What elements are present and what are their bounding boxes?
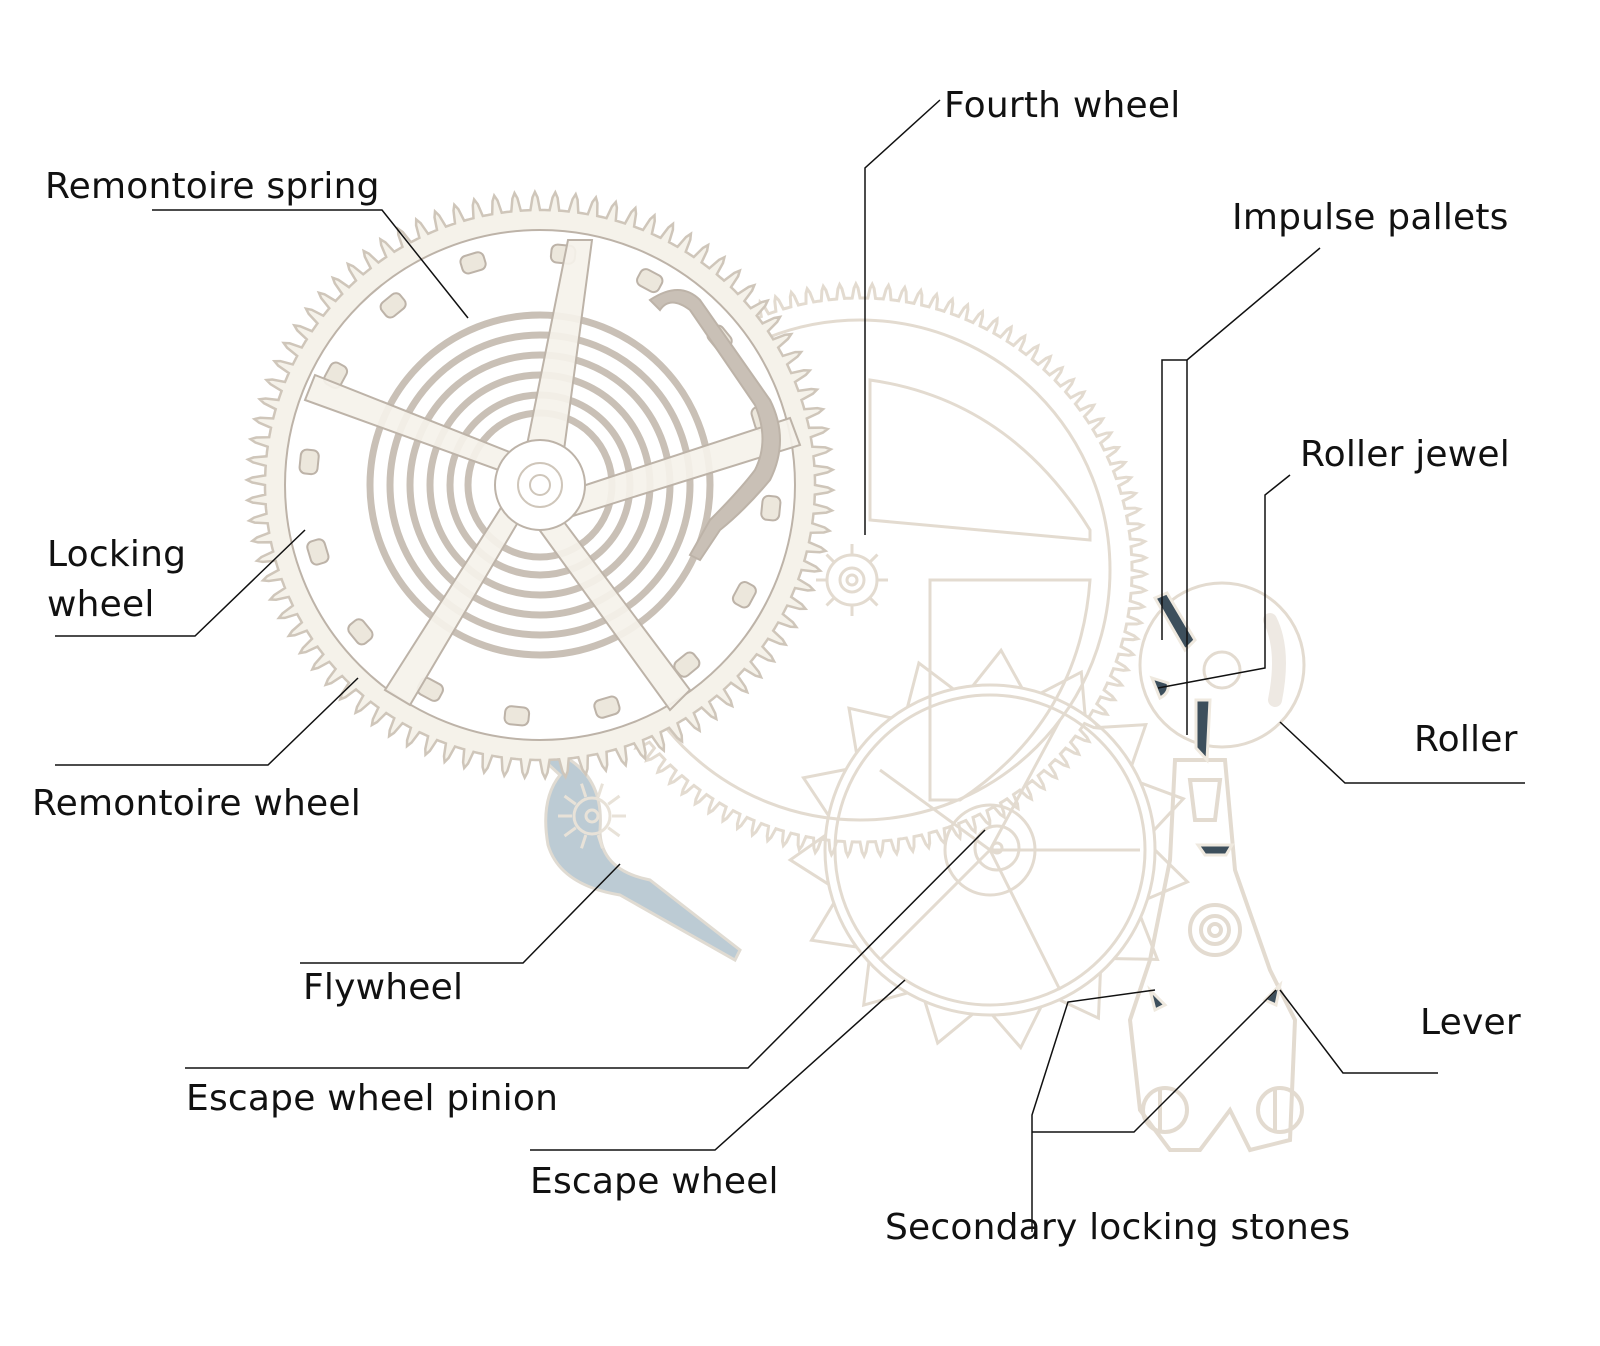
impulse-pallet	[1152, 591, 1197, 653]
locking-notch	[379, 292, 407, 319]
leader-secondary-locking-stone-2	[1032, 989, 1277, 1133]
lever-part	[1127, 758, 1304, 1153]
leader-lever	[1279, 989, 1438, 1074]
escape-wheel-teeth	[787, 647, 1191, 1051]
locking-notch	[593, 695, 621, 719]
secondary-locking-stone	[1262, 980, 1283, 1008]
leader-fourth-wheel	[864, 99, 941, 535]
locking-notch	[731, 581, 757, 609]
leader-impulse-pallet-1	[1161, 247, 1321, 640]
escape-wheel-pinion-part	[973, 824, 1021, 872]
secondary-locking-stone	[1147, 985, 1168, 1013]
escape-wheel-hub	[943, 803, 1037, 897]
remontoire-hub	[494, 439, 586, 531]
lever-screw	[1141, 1086, 1189, 1134]
impulse-pallet	[1194, 698, 1212, 764]
label-secondary-locking-stones: Secondary locking stones	[885, 1207, 1351, 1248]
locking-notch	[459, 251, 487, 275]
leader-flywheel	[300, 863, 621, 964]
fourth-wheel-pinion	[816, 544, 888, 616]
remontoire-click	[648, 289, 781, 562]
label-flywheel: Flywheel	[303, 967, 464, 1008]
label-remontoire-spring: Remontoire spring	[45, 166, 380, 207]
lever-screw	[1256, 1086, 1304, 1134]
remontoire-spokes	[303, 239, 802, 712]
lever-body	[1127, 758, 1298, 1153]
leader-remontoire-wheel	[55, 677, 359, 766]
fourth-wheel-window	[868, 378, 1092, 542]
label-roller: Roller	[1414, 719, 1518, 760]
leader-locking-wheel	[55, 529, 306, 637]
leader-escape-wheel	[530, 979, 906, 1151]
locking-notch	[636, 268, 664, 294]
locking-notch	[503, 705, 531, 727]
label-roller-jewel: Roller jewel	[1300, 434, 1510, 475]
remontoire-wheel-part	[244, 189, 836, 781]
label-escape-wheel-pinion: Escape wheel pinion	[186, 1078, 559, 1119]
label-locking-wheel: Locking wheel	[47, 534, 187, 626]
roller-disc	[1138, 581, 1306, 749]
label-lever: Lever	[1420, 1002, 1521, 1043]
leader-secondary-locking-stone-1	[1031, 989, 1156, 1232]
escape-wheel-part	[787, 647, 1191, 1051]
label-impulse-pallets: Impulse pallets	[1232, 197, 1509, 238]
leader-remontoire-spring	[152, 209, 469, 319]
leader-roller	[1279, 721, 1525, 784]
escape-wheel-rim	[833, 693, 1147, 1007]
fourth-wheel-window	[928, 578, 1092, 802]
leader-escape-wheel-pinion	[185, 829, 986, 1069]
flywheel-part	[442, 663, 742, 963]
pinion-teeth	[816, 544, 888, 616]
locking-notch	[347, 618, 374, 646]
leader-roller-jewel	[1157, 474, 1291, 689]
roller-part	[1138, 581, 1306, 749]
locking-notch	[298, 448, 320, 476]
flywheel-body	[442, 663, 742, 963]
label-remontoire-wheel: Remontoire wheel	[32, 783, 361, 824]
flywheel-spokes	[558, 783, 626, 849]
lever-stone	[1195, 843, 1235, 857]
locking-notch	[760, 494, 782, 522]
label-escape-wheel: Escape wheel	[530, 1161, 779, 1202]
locking-notch	[306, 538, 330, 566]
label-fourth-wheel: Fourth wheel	[944, 85, 1181, 126]
leader-lines	[55, 99, 1525, 1232]
